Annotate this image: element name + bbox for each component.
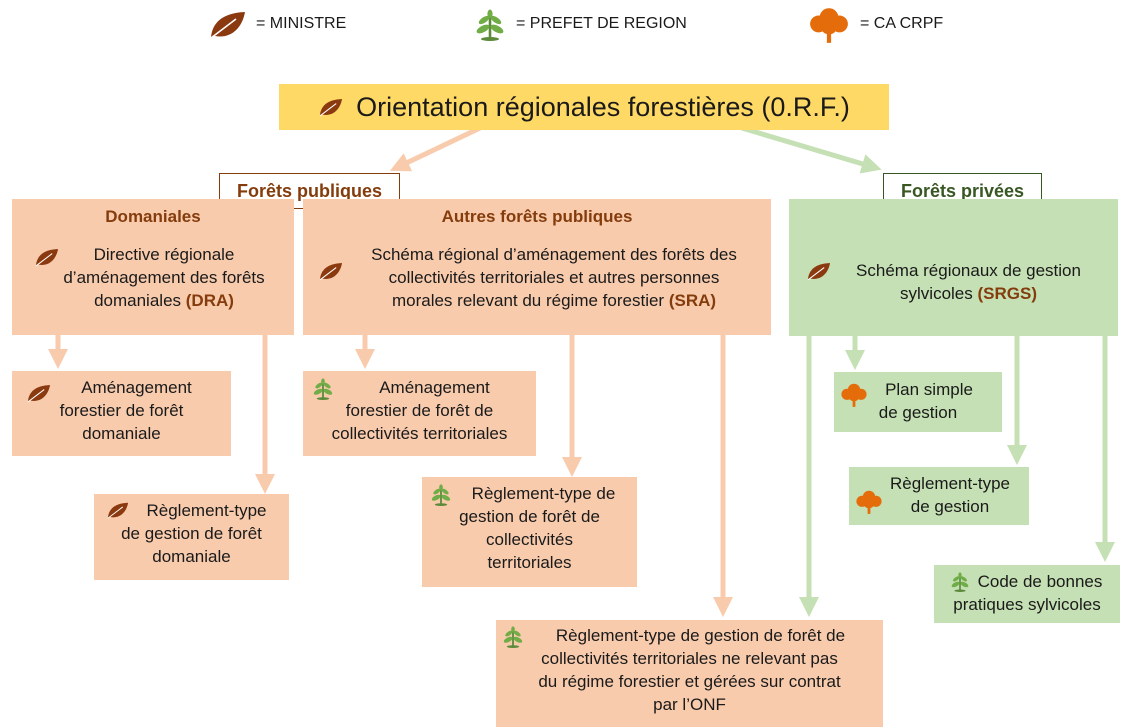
reglement-collectivites-line-3: collectivités [486, 530, 573, 549]
reglement-collectivites-line-2: gestion de forêt de [459, 507, 600, 526]
reglement-type-gestion-line-1: Règlement-type [889, 474, 1010, 493]
dra-line-3: domaniales (DRA) [94, 291, 234, 310]
amenagement-domaniale-line-2: forestier de forêt [59, 401, 184, 420]
legend: = MINISTRE = PREFET DE REGION = CA CRPF [0, 0, 1130, 50]
amenagement-collectivites-line-2: forestier de forêt de [345, 401, 494, 420]
leaf-icon [806, 261, 832, 282]
leaf-icon [34, 247, 60, 268]
reglement-domaniale-line-2: de gestion de forêt [121, 524, 262, 543]
sprout-icon [474, 8, 506, 42]
reglement-domaniale-box: Règlement-type de gestion de forêt doman… [94, 494, 289, 580]
amenagement-domaniale-box: Aménagement forestier de forêt domaniale [12, 371, 231, 456]
dra-line-1: Directive régionale [93, 245, 235, 264]
legend-label-prefet: = PREFET DE REGION [516, 15, 687, 32]
srgs-code: (SRGS) [977, 284, 1037, 303]
reglement-onf-box: Règlement-type de gestion de forêt de co… [496, 620, 883, 727]
tree-icon [808, 6, 850, 44]
autres-forets-header: Autres forêts publiques [441, 207, 633, 226]
srgs-line-1: Schéma régionaux de gestion [856, 261, 1081, 280]
amenagement-collectivites-line-1: Aménagement [379, 378, 490, 397]
reglement-onf-line-2: collectivités territoriales ne relevant … [541, 649, 838, 668]
domaniales-header: Domaniales [105, 207, 201, 226]
reglement-domaniale-line-3: domaniale [152, 547, 231, 566]
reglement-collectivites-line-1: Règlement-type de [471, 484, 616, 503]
plan-simple-line-1: Plan simple [885, 380, 973, 399]
sra-line-1: Schéma régional d’aménagement des forêts… [371, 245, 737, 264]
reglement-onf-line-4: par l’ONF [653, 695, 726, 714]
amenagement-domaniale-line-1: Aménagement [81, 378, 192, 397]
plan-simple-box: Plan simple de gestion [834, 372, 1002, 432]
sra-line-2: collectivités territoriales et autres pe… [388, 268, 720, 287]
srgs-box: Schéma régionaux de gestion sylvicoles (… [789, 199, 1118, 336]
dra-line-2: d’aménagement des forêts [63, 268, 265, 287]
sra-code: (SRA) [668, 291, 717, 310]
orf-title: Orientation régionales forestières (0.R.… [356, 91, 850, 122]
arrow-to-private [741, 125, 882, 174]
autres-forets-box: Autres forêts publiques Schéma régional … [303, 199, 771, 335]
amenagement-domaniale-line-3: domaniale [82, 424, 161, 443]
legend-label-crpf: = CA CRPF [860, 15, 944, 32]
sra-line-3: morales relevant du régime forestier (SR… [391, 291, 717, 310]
leaf-icon [208, 9, 248, 41]
legend-label-ministre: = MINISTRE [256, 15, 347, 32]
sprout-icon [430, 483, 452, 507]
plan-simple-line-2: de gestion [878, 403, 958, 422]
amenagement-collectivites-line-3: collectivités territoriales [331, 424, 508, 443]
reglement-collectivites-line-4: territoriales [487, 553, 572, 572]
leaf-icon [106, 501, 130, 520]
leaf-icon [26, 383, 52, 404]
tree-icon [840, 382, 868, 408]
code-bonnes-line-2: pratiques sylvicoles [953, 595, 1101, 614]
domaniales-box: Domaniales Directive régionale d’aménage… [12, 199, 294, 335]
reglement-type-gestion-line-2: de gestion [910, 497, 990, 516]
reglement-type-gestion-box: Règlement-type de gestion [849, 467, 1029, 525]
code-bonnes-pratiques-box: Code de bonnes pratiques sylvicoles [934, 565, 1120, 623]
arrow-to-public [389, 125, 482, 172]
reglement-domaniale-line-1: Règlement-type [146, 501, 267, 520]
orf-title-box: Orientation régionales forestières (0.R.… [279, 84, 889, 130]
reglement-onf-line-3: du régime forestier et gérées sur contra… [538, 672, 841, 691]
srgs-line-2: sylvicoles (SRGS) [900, 284, 1037, 303]
leaf-icon [318, 97, 344, 118]
code-bonnes-line-1: Code de bonnes [977, 572, 1103, 591]
reglement-collectivites-box: Règlement-type de gestion de forêt de co… [422, 477, 637, 587]
leaf-icon [318, 261, 344, 282]
sprout-icon [312, 377, 334, 401]
reglement-onf-line-1: Règlement-type de gestion de forêt de [555, 626, 846, 645]
sprout-icon [950, 571, 970, 593]
amenagement-collectivites-box: Aménagement forestier de forêt de collec… [303, 371, 536, 456]
tree-icon [855, 489, 883, 515]
sprout-icon [502, 625, 524, 649]
dra-code: (DRA) [185, 291, 234, 310]
